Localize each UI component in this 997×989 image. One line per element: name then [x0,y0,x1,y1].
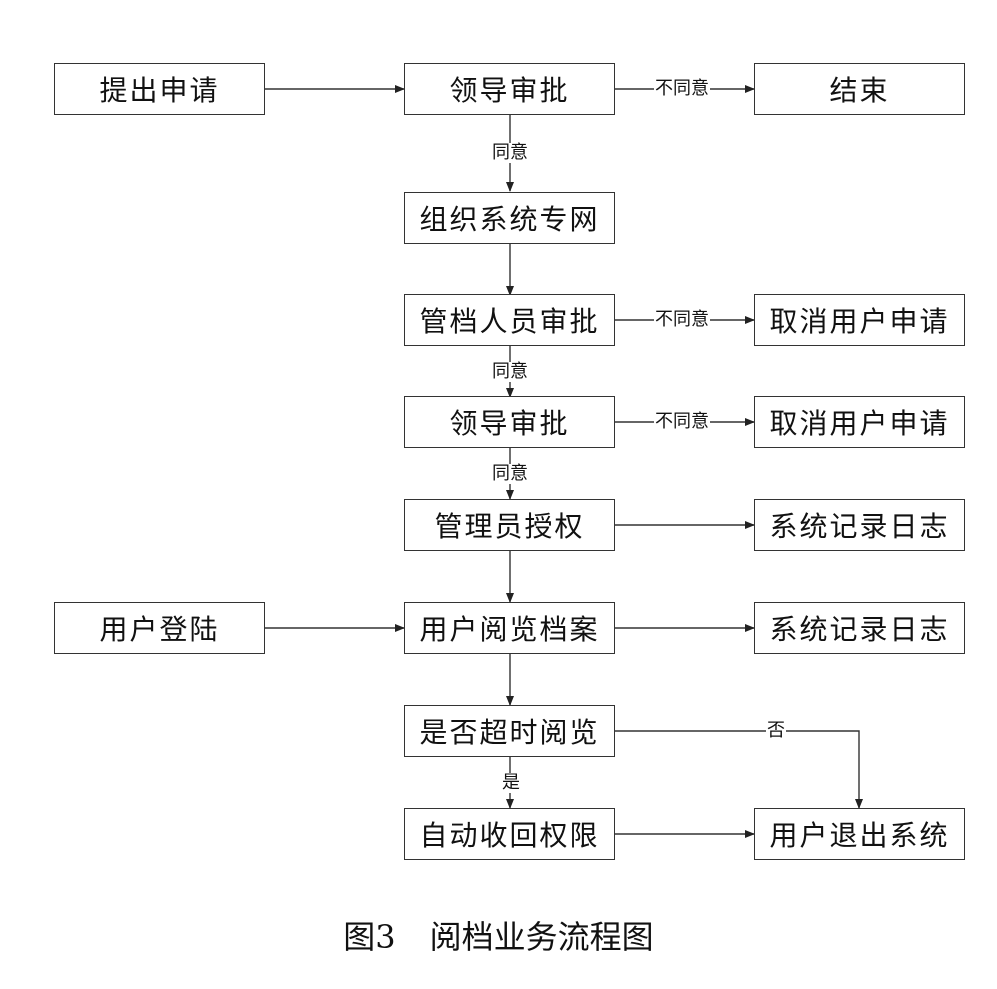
label-yes: 是 [501,772,521,793]
label-disagree-3: 不同意 [654,411,710,432]
node-end: 结束 [754,63,965,115]
node-leader-approval-2: 领导审批 [404,396,615,448]
node-leader-approval-1: 领导审批 [404,63,615,115]
node-cancel-request-2: 取消用户申请 [754,396,965,448]
node-user-login: 用户登陆 [54,602,265,654]
node-user-logout: 用户退出系统 [754,808,965,860]
node-submit-request: 提出申请 [54,63,265,115]
figure-caption: 图3 阅档业务流程图 [0,912,997,958]
figure-number: 图3 [343,918,396,956]
edge-timeout-no-to-logout [615,730,863,809]
label-agree-2: 同意 [491,361,529,382]
node-revoke-permission: 自动收回权限 [404,808,615,860]
node-user-browse: 用户阅览档案 [404,602,615,654]
label-disagree-1: 不同意 [654,78,710,99]
node-system-log-1: 系统记录日志 [754,499,965,551]
label-agree-1: 同意 [491,142,529,163]
label-disagree-2: 不同意 [654,309,710,330]
node-system-log-2: 系统记录日志 [754,602,965,654]
label-agree-3: 同意 [491,463,529,484]
label-no: 否 [766,720,786,741]
node-organize-network: 组织系统专网 [404,192,615,244]
node-archivist-approval: 管档人员审批 [404,294,615,346]
node-admin-authorize: 管理员授权 [404,499,615,551]
figure-title: 阅档业务流程图 [429,918,654,956]
node-cancel-request-1: 取消用户申请 [754,294,965,346]
node-timeout-check: 是否超时阅览 [404,705,615,757]
